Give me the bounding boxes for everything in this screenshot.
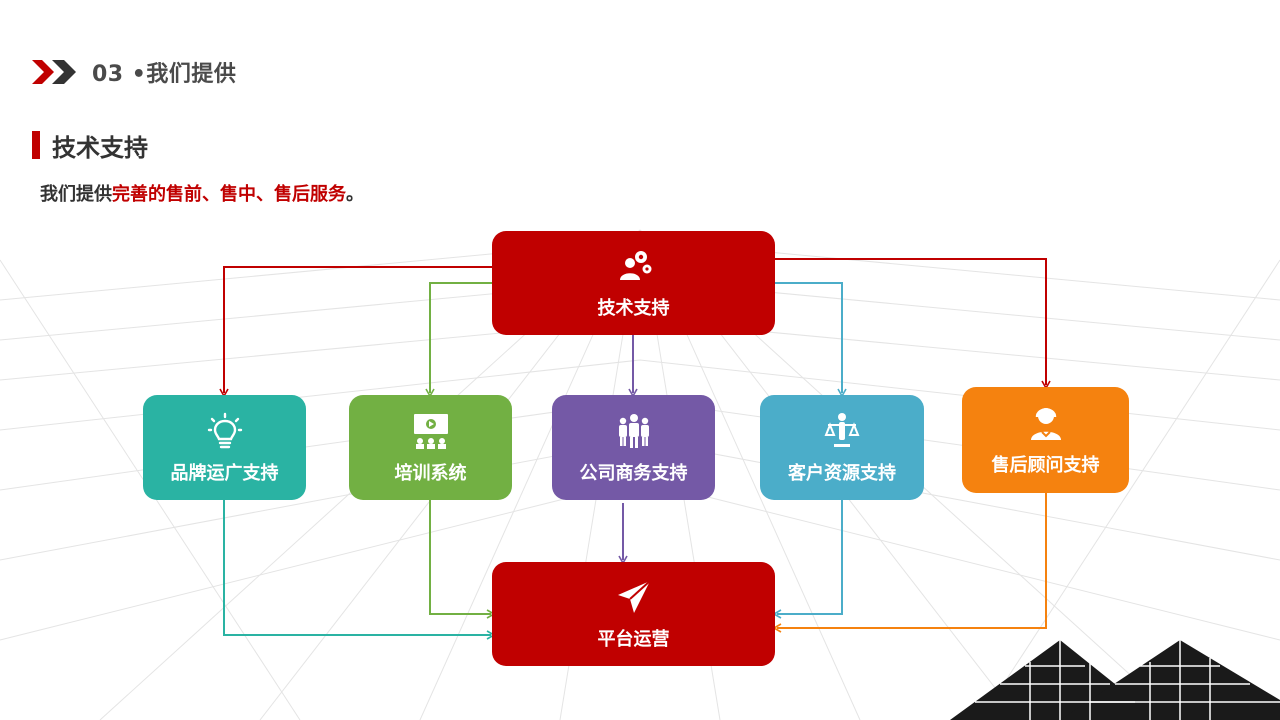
- node-label: 培训系统: [394, 462, 467, 484]
- node-label: 客户资源支持: [788, 462, 896, 484]
- presentation-icon: [413, 413, 448, 449]
- node-platform: 平台运营: [492, 562, 775, 666]
- node-label: 技术支持: [597, 298, 670, 319]
- gears-user-icon: [619, 251, 651, 280]
- connector-resources-to-platform: [772, 500, 843, 619]
- node-label: 公司商务支持: [579, 462, 688, 484]
- node-brand-ops: 品牌运广支持: [143, 395, 306, 500]
- subtitle-highlight: 完善的售前、售中、售后服务: [112, 184, 346, 205]
- chevron-right-icon: [32, 60, 76, 84]
- node-label: 品牌运广支持: [170, 462, 279, 484]
- connector-brand-to-platform: [223, 500, 496, 640]
- node-resources: 客户资源支持: [760, 395, 924, 500]
- team-icon: [618, 413, 649, 448]
- paper-plane-icon: [617, 580, 651, 613]
- subtitle: 我们提供完善的售前、售中、售后服务。: [40, 180, 364, 206]
- connector-tech-to-training: [425, 282, 493, 398]
- slide-header: 03 •我们提供: [32, 56, 236, 88]
- node-after-sales: 售后顾问支持: [962, 387, 1129, 493]
- node-training: 培训系统: [349, 395, 512, 500]
- node-label: 平台运营: [597, 629, 670, 650]
- node-business: 公司商务支持: [552, 395, 715, 500]
- connector-tech-to-brand: [219, 266, 493, 398]
- connector-tech-to-resources: [775, 282, 847, 398]
- connector-aftersales-to-platform: [772, 493, 1047, 633]
- connector-tech-to-aftersales: [775, 258, 1051, 390]
- lightbulb-icon: [207, 412, 242, 448]
- node-tech-support: 技术支持: [492, 231, 775, 335]
- customer-service-icon: [1030, 408, 1061, 440]
- subtitle-suffix: 。: [346, 184, 364, 205]
- subtitle-prefix: 我们提供: [40, 184, 112, 205]
- section-title: 技术支持: [52, 133, 148, 162]
- section-accent-bar: [32, 131, 40, 159]
- section-heading: 技术支持: [32, 130, 148, 162]
- connector-training-to-platform: [429, 500, 496, 619]
- balance-person-icon: [824, 412, 860, 447]
- node-label: 售后顾问支持: [991, 455, 1100, 476]
- slide-title: 03 •我们提供: [92, 62, 237, 87]
